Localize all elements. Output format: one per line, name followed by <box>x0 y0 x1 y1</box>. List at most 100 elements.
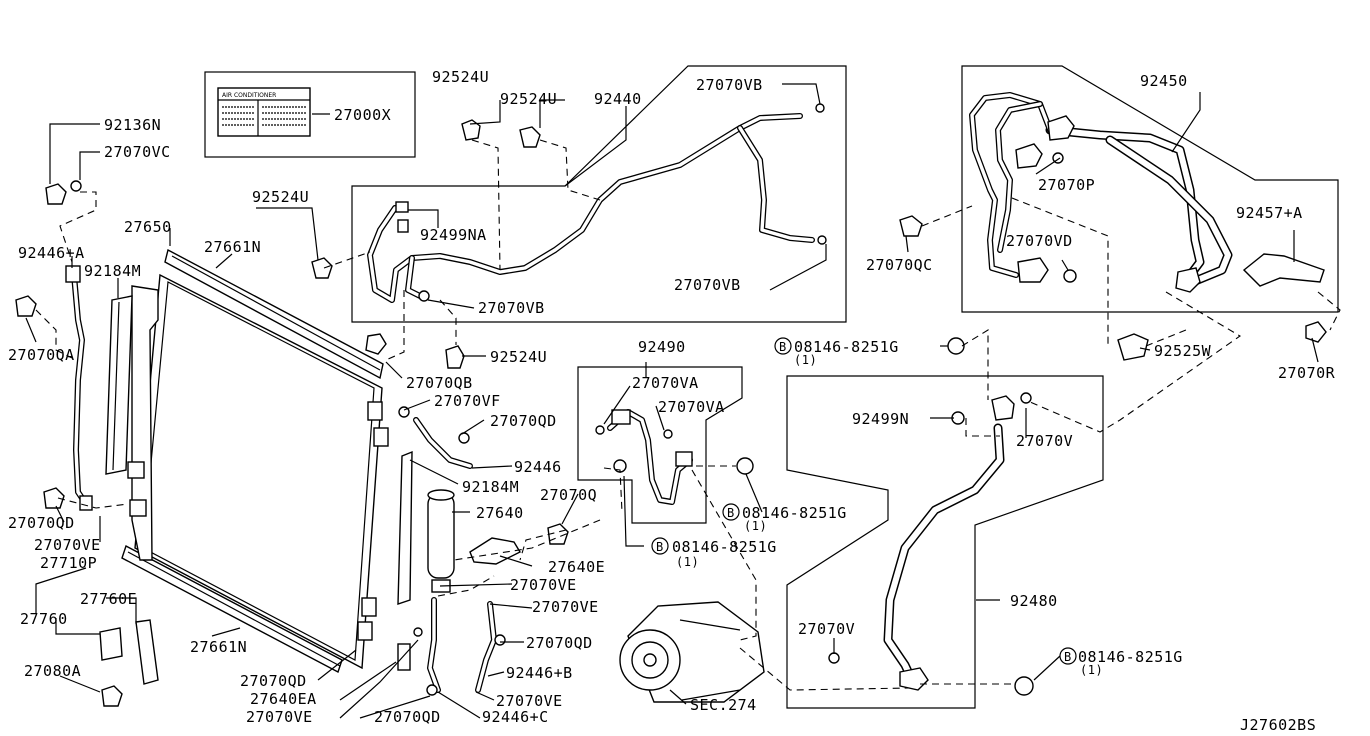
label-27070QA: 27070QA <box>8 346 75 364</box>
hose-92450 <box>969 92 1233 293</box>
label-08146-c-qty: (1) <box>676 555 699 569</box>
label-08146-b: 08146-8251G <box>742 504 847 522</box>
label-27070VA-b: 27070VA <box>658 398 725 416</box>
pipe-92440 <box>367 103 827 303</box>
part-labels: 92136N 27070VC 27000X 92524U 92524U 9244… <box>8 68 1336 734</box>
label-92446C: 92446+C <box>482 708 549 726</box>
label-92450: 92450 <box>1140 72 1188 90</box>
label-27640: 27640 <box>476 504 524 522</box>
diagram-id: J27602BS <box>1240 716 1316 734</box>
drier-bracket-lower <box>397 643 411 671</box>
label-27650: 27650 <box>124 218 172 236</box>
label-92446A: 92446+A <box>18 244 85 262</box>
hose-92450-box <box>961 65 1339 313</box>
label-92524U-a: 92524U <box>432 68 489 86</box>
bolt-27070QB <box>365 333 387 355</box>
bolt-27070QA <box>15 295 37 317</box>
label-27070QD-c: 27070QD <box>526 634 593 652</box>
pipe-92446C <box>413 597 441 696</box>
bolt-92136N <box>45 183 67 205</box>
label-92499N: 92499N <box>852 410 909 428</box>
clip-92525W <box>1117 333 1149 361</box>
hose-92480-box <box>786 375 1104 709</box>
bolt-27070QC <box>899 215 923 237</box>
label-08146-b-qty: (1) <box>744 519 767 533</box>
label-08146-d-qty: (1) <box>1080 663 1103 677</box>
label-27070QC: 27070QC <box>866 256 933 274</box>
label-92524U-d: 92524U <box>490 348 547 366</box>
label-27640E: 27640E <box>548 558 605 576</box>
bolt-08146-a <box>947 337 965 355</box>
clip-92524U-group <box>311 119 541 369</box>
label-27070QB: 27070QB <box>406 374 473 392</box>
label-92490: 92490 <box>638 338 686 356</box>
label-27070VE-c: 27070VE <box>532 598 599 616</box>
bolt-marker-a: B <box>779 340 787 354</box>
label-27070QD-b: 27070QD <box>8 514 75 532</box>
label-08146-d: 08146-8251G <box>1078 648 1183 666</box>
label-92524U-c: 92524U <box>252 188 309 206</box>
label-27000X: 27000X <box>334 106 391 124</box>
label-27070V-b: 27070V <box>798 620 855 638</box>
label-27070R: 27070R <box>1278 364 1336 382</box>
pipe-92490-box <box>577 366 743 524</box>
label-27070VA-a: 27070VA <box>632 374 699 392</box>
label-92184M-a: 92184M <box>84 262 141 280</box>
pipe-92490 <box>595 409 693 505</box>
pipe-92446B <box>475 601 506 693</box>
label-92457A: 92457+A <box>1236 204 1303 222</box>
label-27640EA: 27640EA <box>250 690 317 708</box>
label-card-title: AIR CONDITIONER <box>222 92 276 99</box>
label-27710P: 27710P <box>40 554 97 572</box>
label-27070Q: 27070Q <box>540 486 597 504</box>
label-27070QD-e: 27070QD <box>374 708 441 726</box>
leader-lines <box>25 83 1319 719</box>
side-deflector-right <box>397 450 413 605</box>
label-27070VC: 27070VC <box>104 143 171 161</box>
side-deflector-left <box>105 295 133 475</box>
label-92524U-b: 92524U <box>500 90 557 108</box>
ac-label-card: AIR CONDITIONER <box>217 87 311 137</box>
label-08146-a-qty: (1) <box>794 353 817 367</box>
dashed-connectors <box>35 139 1341 691</box>
receiver-drier <box>427 489 455 593</box>
label-27661N-top: 27661N <box>204 238 261 256</box>
label-92499NA: 92499NA <box>420 226 487 244</box>
bolt-08146-d <box>1014 676 1034 696</box>
hose-92480 <box>828 392 1032 691</box>
label-08146-a: 08146-8251G <box>794 338 899 356</box>
label-27070VD: 27070VD <box>1006 232 1073 250</box>
label-92136N: 92136N <box>104 116 161 134</box>
label-card-box <box>204 71 416 158</box>
label-92446: 92446 <box>514 458 562 476</box>
label-27070VE-b: 27070VE <box>510 576 577 594</box>
label-92184M-b: 92184M <box>462 478 519 496</box>
bolt-marker-b: B <box>727 506 735 520</box>
label-08146-c: 08146-8251G <box>672 538 777 556</box>
label-27070QD-d: 27070QD <box>240 672 307 690</box>
label-27070VE-a: 27070VE <box>34 536 101 554</box>
bolt-marker-c: B <box>656 540 664 554</box>
compressor <box>619 601 765 703</box>
label-27661N-bot: 27661N <box>190 638 247 656</box>
bracket-92457A <box>1242 253 1325 287</box>
bolt-08146-b <box>736 457 754 475</box>
label-92440: 92440 <box>594 90 642 108</box>
condenser <box>121 248 389 674</box>
label-27070V-a: 27070V <box>1016 432 1073 450</box>
label-27070QD-a: 27070QD <box>490 412 557 430</box>
bolt-27070QD-left <box>43 487 65 509</box>
label-27760E: 27760E <box>80 590 137 608</box>
label-92446B: 92446+B <box>506 664 573 682</box>
dual-pressure-switch <box>99 619 159 707</box>
pipe-92446 <box>398 406 473 469</box>
label-27070VB-a: 27070VB <box>696 76 763 94</box>
label-27070VB-b: 27070VB <box>674 276 741 294</box>
label-92525W: 92525W <box>1154 342 1212 360</box>
bolt-marker-d: B <box>1064 650 1072 664</box>
label-27070VB-c: 27070VB <box>478 299 545 317</box>
bolt-markers: B B B B <box>651 337 1077 665</box>
label-27070VE-d: 27070VE <box>496 692 563 710</box>
label-27760: 27760 <box>20 610 68 628</box>
